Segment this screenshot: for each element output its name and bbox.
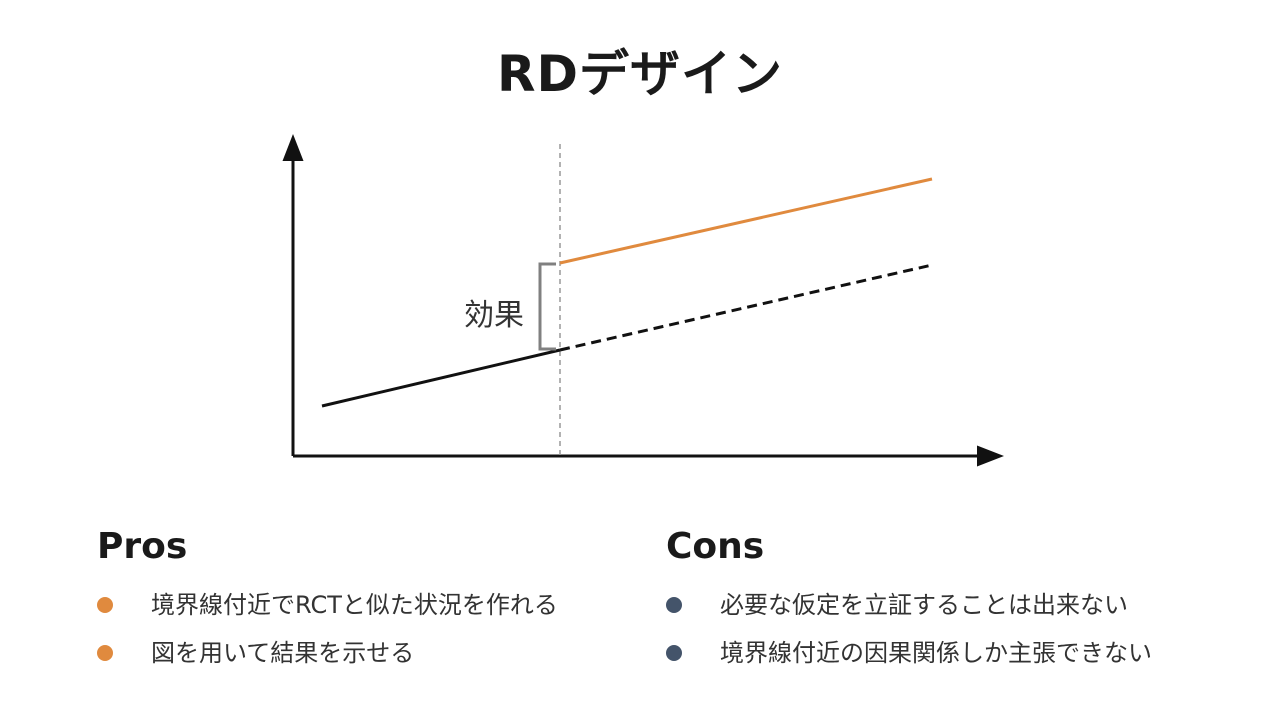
pros-item-text: 境界線付近でRCTと似た状況を作れる bbox=[151, 591, 558, 619]
pros-title: Pros bbox=[97, 526, 188, 567]
cons-item-text: 境界線付近の因果関係しか主張できない bbox=[720, 639, 1152, 667]
pros-list: 境界線付近でRCTと似た状況を作れる 図を用いて結果を示せる bbox=[97, 581, 558, 677]
treated-regression-line bbox=[559, 177, 933, 265]
bullet-dot-icon bbox=[97, 645, 113, 661]
control-regression-line bbox=[321, 348, 561, 408]
cons-item: 必要な仮定を立証することは出来ない bbox=[666, 581, 1152, 629]
effect-label: 効果 bbox=[464, 298, 524, 333]
counterfactual-line bbox=[559, 263, 933, 352]
cons-list: 必要な仮定を立証することは出来ない 境界線付近の因果関係しか主張できない bbox=[666, 581, 1152, 677]
cons-item: 境界線付近の因果関係しか主張できない bbox=[666, 629, 1152, 677]
bullet-dot-icon bbox=[97, 597, 113, 613]
pros-section: Pros 境界線付近でRCTと似た状況を作れる 図を用いて結果を示せる bbox=[97, 525, 558, 677]
effect-bracket bbox=[538, 262, 556, 351]
pros-item: 境界線付近でRCTと似た状況を作れる bbox=[97, 581, 558, 629]
slide-title: RDデザイン bbox=[496, 45, 783, 103]
cons-section: Cons 必要な仮定を立証することは出来ない 境界線付近の因果関係しか主張できな… bbox=[666, 525, 1152, 677]
pros-item: 図を用いて結果を示せる bbox=[97, 629, 558, 677]
bullet-dot-icon bbox=[666, 645, 682, 661]
cons-item-text: 必要な仮定を立証することは出来ない bbox=[720, 591, 1128, 619]
pros-item-text: 図を用いて結果を示せる bbox=[151, 639, 415, 667]
cons-title: Cons bbox=[666, 526, 765, 567]
bullet-dot-icon bbox=[666, 597, 682, 613]
